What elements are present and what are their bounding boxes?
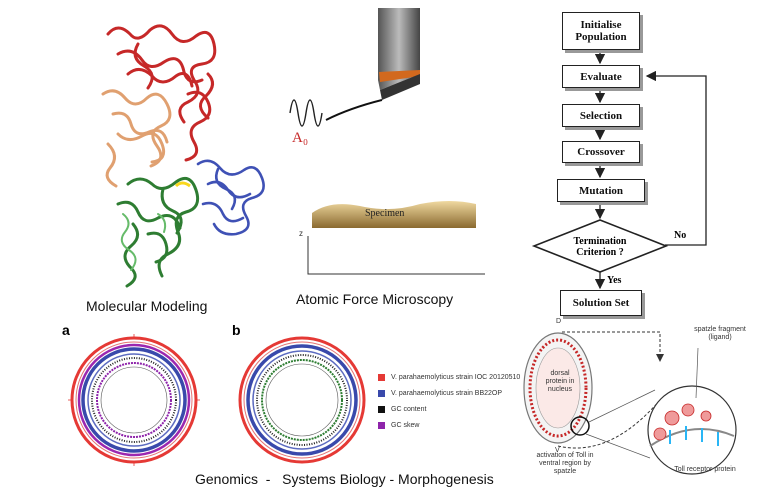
flowchart-step: Initialise Population xyxy=(562,12,640,50)
circular-genome-map-b xyxy=(238,336,366,464)
flowchart-step: Selection xyxy=(562,104,640,127)
afm-label: Atomic Force Microscopy xyxy=(296,291,454,307)
protein-structure-illustration xyxy=(101,24,265,288)
legend-item: GC skew xyxy=(378,422,419,429)
no-label: No xyxy=(674,230,687,241)
yes-label: Yes xyxy=(607,275,622,286)
circular-genome-map-a xyxy=(68,334,200,466)
specimen-label: Specimen xyxy=(365,208,405,219)
legend-swatch xyxy=(378,422,385,429)
decision-diamond xyxy=(531,219,669,273)
legend-swatch xyxy=(378,374,385,381)
solution-set-box: Solution Set xyxy=(560,290,642,316)
panel-label-a: a xyxy=(62,322,70,338)
legend-swatch xyxy=(378,390,385,397)
ventral-letter: V xyxy=(555,447,560,454)
panel-label-b: b xyxy=(232,322,241,338)
oscillation-wave xyxy=(289,99,323,127)
afm-illustration xyxy=(289,8,485,275)
morphogenesis-illustration xyxy=(523,331,737,475)
decision-label: Termination Criterion ? xyxy=(573,236,627,258)
flowchart-step: Evaluate xyxy=(562,65,640,88)
legend-item: V. parahaemolyticus strain BB22OP xyxy=(378,390,502,397)
z-axis-label: z xyxy=(299,229,303,238)
bottom-caption: Genomics - Systems Biology - Morphogenes… xyxy=(195,471,494,487)
legend-item: V. parahaemolyticus strain IOC 20120510 xyxy=(378,374,520,381)
toll-receptor-label: Toll receptor protein xyxy=(674,466,736,473)
genome-legend: V. parahaemolyticus strain IOC 20120510 … xyxy=(378,374,520,438)
toll-activation-label: activation of Toll in ventral region by … xyxy=(536,452,594,475)
flowchart-step: Mutation xyxy=(557,179,645,202)
amplitude-label: A₀ xyxy=(292,130,309,146)
legend-item: GC content xyxy=(378,406,426,413)
flowchart-step: Crossover xyxy=(562,141,640,163)
flowchart-connectors xyxy=(531,50,707,290)
spatzle-label: spatzle fragment (ligand) xyxy=(694,326,746,341)
dorsal-letter: D xyxy=(556,318,562,325)
dorsal-protein-label: dorsal protein in nucleus xyxy=(545,370,575,393)
molecular-modeling-label: Molecular Modeling xyxy=(86,298,208,314)
legend-swatch xyxy=(378,406,385,413)
